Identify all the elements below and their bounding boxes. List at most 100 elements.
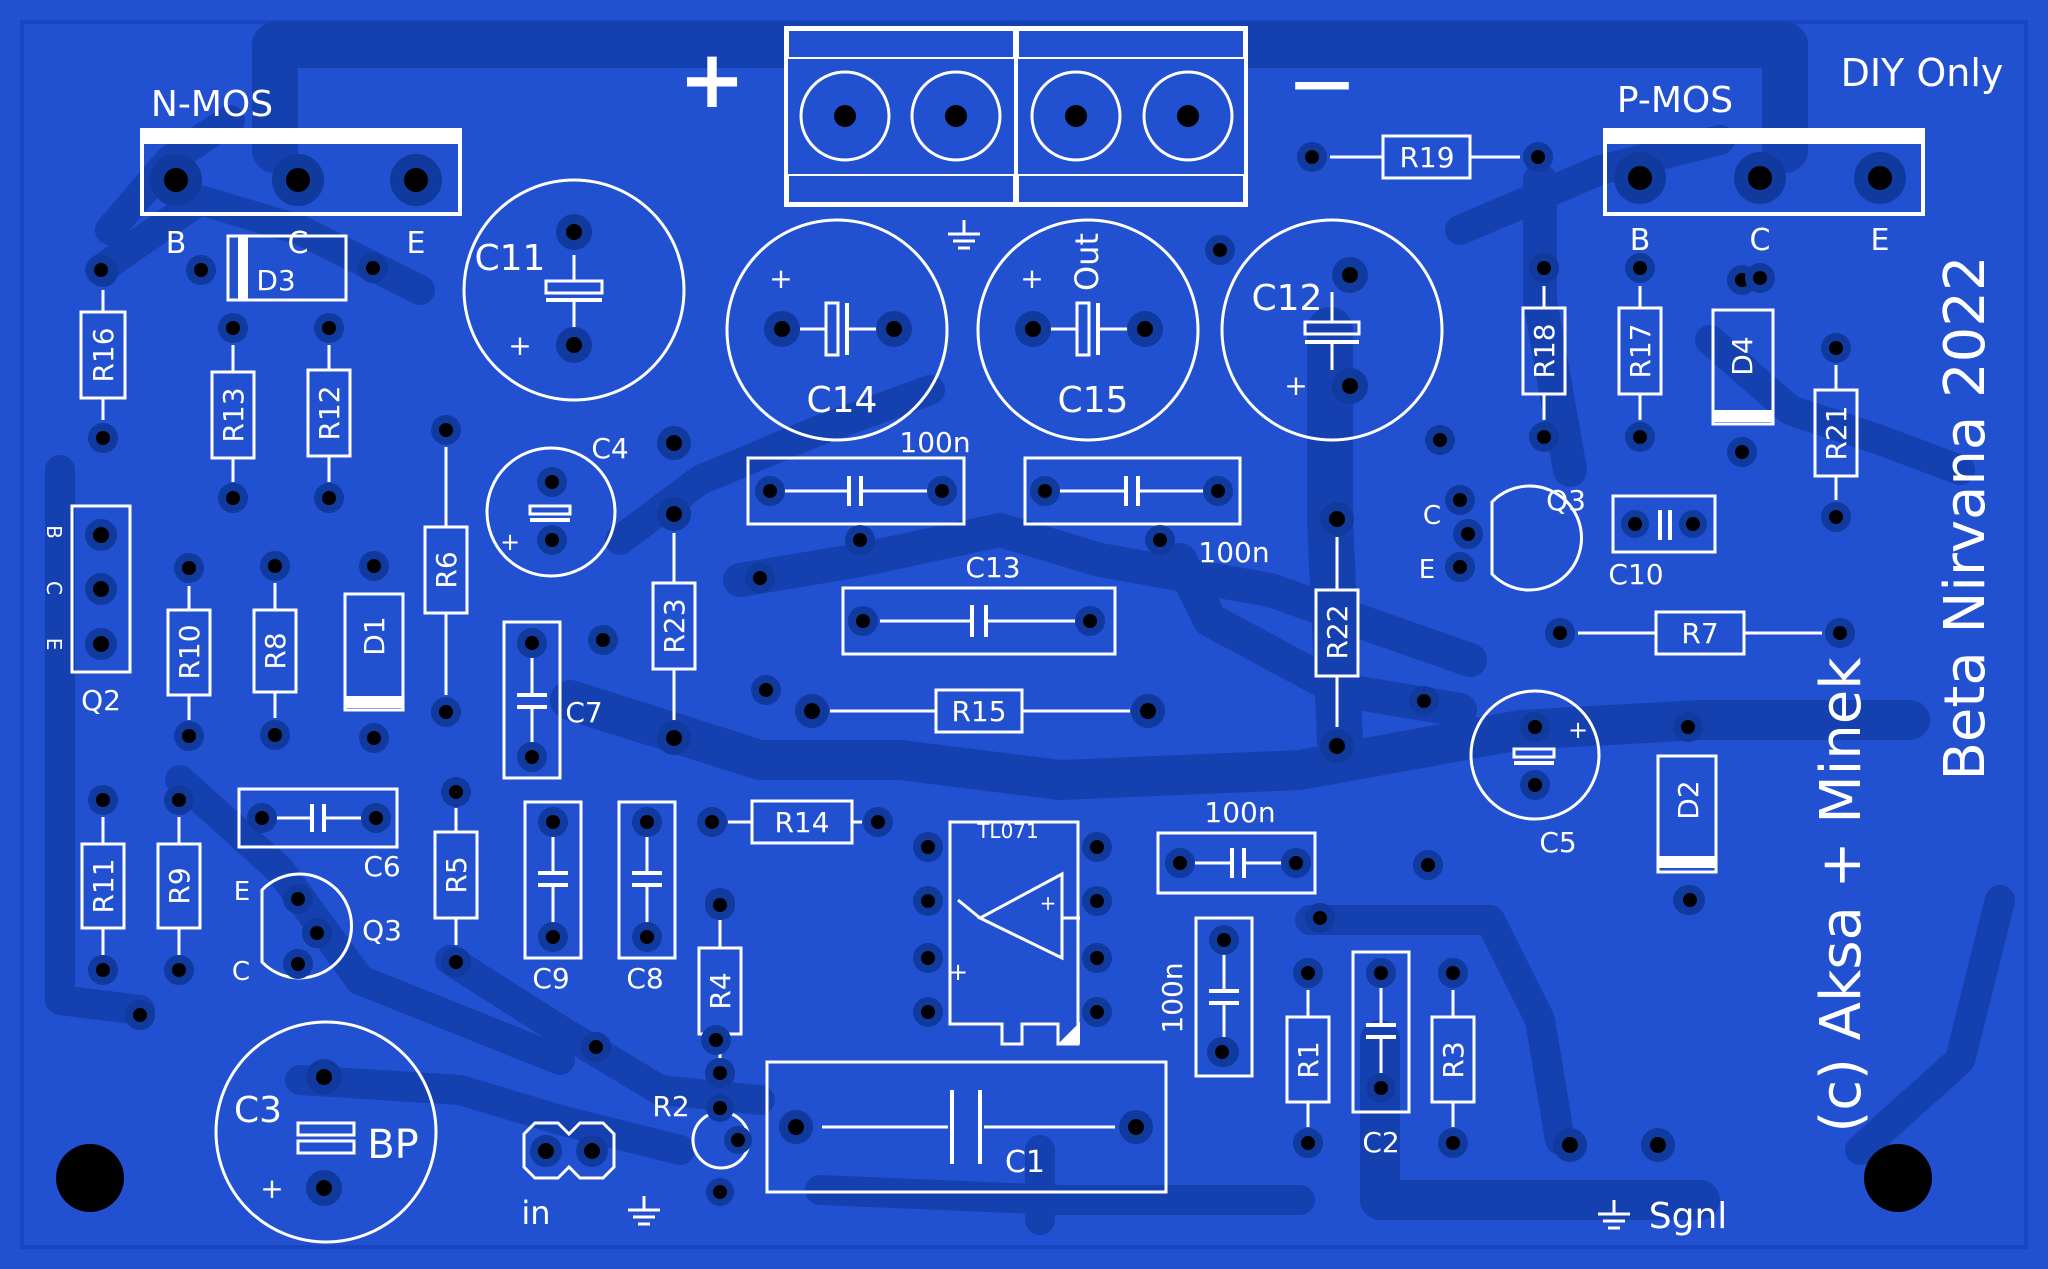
ic-tl071 <box>913 820 1112 1046</box>
d2-label: D2 <box>1672 780 1705 819</box>
q3-right-label: Q3 <box>1546 484 1586 517</box>
diode-d1 <box>343 551 405 753</box>
c9-label: C9 <box>532 962 569 995</box>
diy-only-label: DIY Only <box>1841 51 2004 95</box>
q2-label: Q2 <box>81 684 121 717</box>
power-terminal-block <box>784 26 1248 207</box>
cap-c14 <box>725 218 949 442</box>
r21-label: R21 <box>1820 405 1853 460</box>
transistor-q3-left <box>260 872 354 980</box>
cap-c9 <box>523 800 583 960</box>
cap-c1 <box>765 1060 1168 1194</box>
r17-label: R17 <box>1624 323 1657 378</box>
cap-c11 <box>462 178 686 402</box>
d1-label: D1 <box>358 616 391 655</box>
resistor-r21 <box>1813 333 1859 532</box>
resistor-r11 <box>80 785 126 985</box>
r16-label: R16 <box>87 327 120 382</box>
cap-c14-bypass <box>746 456 966 526</box>
c4-plus: + <box>500 528 520 556</box>
r9-label: R9 <box>163 867 196 904</box>
board-title: Beta Nirvana 2022 <box>1933 256 1998 781</box>
cap-c13 <box>841 586 1117 656</box>
q3-left-label: Q3 <box>362 914 402 947</box>
cap-c7 <box>502 620 562 780</box>
cap-c12 <box>1220 218 1444 442</box>
ic-plus-input: + <box>1040 891 1057 915</box>
d3-label: D3 <box>256 264 295 297</box>
signal-ground-connector <box>1553 1128 1675 1162</box>
resistor-r23 <box>651 426 697 755</box>
cap-c10 <box>1611 494 1717 554</box>
cap-100n-label-4: 100n <box>1156 962 1189 1033</box>
r18-label: R18 <box>1528 323 1561 378</box>
c12-label: C12 <box>1252 278 1323 319</box>
c5-plus: + <box>1568 716 1588 744</box>
r6-label: R6 <box>430 551 463 588</box>
q3-right-pin-c: C <box>1423 501 1441 531</box>
c10-label: C10 <box>1608 558 1663 591</box>
c11-label: C11 <box>475 238 546 279</box>
ground-top-icon <box>948 220 980 250</box>
cap-c2 <box>1351 950 1411 1114</box>
pmos-pin-b: B <box>1630 223 1651 258</box>
nmos-pin-c: C <box>288 226 309 261</box>
resistor-r1 <box>1285 958 1331 1158</box>
r7-label: R7 <box>1681 617 1718 650</box>
q2-pin-e: E <box>42 638 66 651</box>
pmos-footprint <box>1603 128 1925 216</box>
r19-label: R19 <box>1399 141 1454 174</box>
resistor-r17 <box>1617 253 1663 452</box>
r8-label: R8 <box>259 632 292 669</box>
out-label: Out <box>1068 233 1106 291</box>
resistor-r19 <box>1297 134 1553 180</box>
cap-100n-label-2: 100n <box>1198 536 1269 569</box>
cap-c3 <box>214 1020 438 1244</box>
c14-plus: + <box>769 262 792 295</box>
potentiometer-r2 <box>691 1094 752 1206</box>
r15-label: R15 <box>951 695 1006 728</box>
r10-label: R10 <box>173 624 206 679</box>
cap-100n-near-ic <box>1156 831 1317 895</box>
c11-plus: + <box>508 329 531 362</box>
cap-c5 <box>1469 689 1601 821</box>
diode-d3 <box>86 234 388 302</box>
transistor-q2 <box>70 504 132 674</box>
resistor-r13 <box>210 313 256 513</box>
resistor-r8 <box>252 551 298 750</box>
resistor-r12 <box>306 313 352 513</box>
c5-label: C5 <box>1539 826 1576 859</box>
resistor-r15 <box>795 688 1165 734</box>
c13-label: C13 <box>965 551 1020 584</box>
resistor-r10 <box>166 553 212 751</box>
cap-100n-label-3: 100n <box>1204 796 1275 829</box>
c1-label: C1 <box>1005 1145 1045 1180</box>
ground-sgnl-icon <box>1598 1200 1630 1230</box>
r11-label: R11 <box>87 858 120 913</box>
resistor-r9 <box>156 785 202 985</box>
transistor-q3-right <box>1445 484 1584 592</box>
r22-label: R22 <box>1321 604 1354 659</box>
cap-c8 <box>617 800 677 960</box>
mounting-hole-left <box>56 1144 124 1212</box>
pmos-pin-c: C <box>1750 223 1771 258</box>
c6-label: C6 <box>363 850 400 883</box>
c3-bp-label: BP <box>367 1122 419 1168</box>
plus-label: + <box>678 33 745 126</box>
minus-label: — <box>1292 47 1352 117</box>
cap-c4 <box>485 446 617 578</box>
resistor-r7 <box>1545 610 1855 656</box>
input-label: in <box>521 1194 550 1232</box>
r14-label: R14 <box>774 806 829 839</box>
cap-c6 <box>237 787 399 849</box>
sgnl-label: Sgnl <box>1649 1196 1728 1237</box>
d4-label: D4 <box>1726 336 1759 375</box>
q3-right-pin-e: E <box>1419 555 1435 585</box>
cap-c15 <box>976 218 1200 442</box>
r12-label: R12 <box>313 385 346 440</box>
vias <box>125 235 1775 1067</box>
c15-label: C15 <box>1058 380 1129 421</box>
pmos-pin-e: E <box>1871 223 1890 258</box>
ic-label: TL071 <box>976 819 1039 843</box>
